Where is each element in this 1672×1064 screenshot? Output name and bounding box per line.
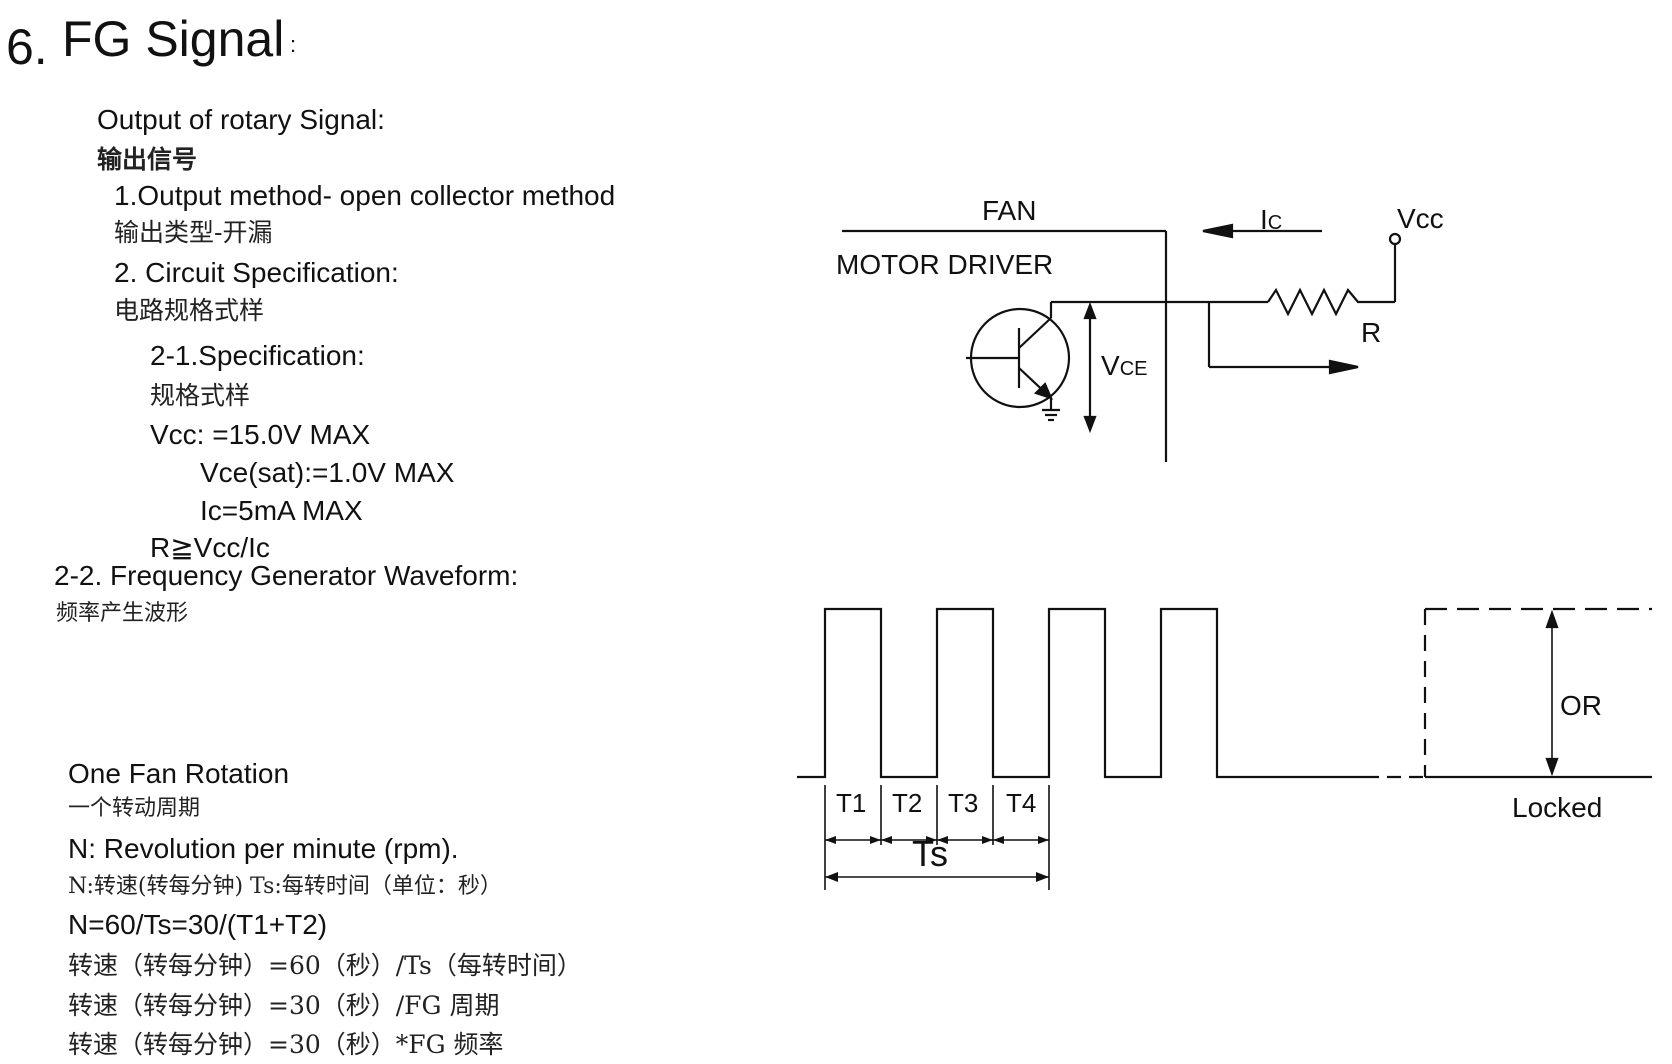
ground-icon bbox=[1042, 408, 1060, 422]
output-heading-cn: 输出信号 bbox=[97, 145, 198, 174]
output-method-en: 1.Output method- open collector method bbox=[114, 180, 616, 211]
t3-label: T3 bbox=[948, 788, 978, 818]
fan-label: FAN bbox=[982, 195, 1036, 226]
ic-label: IC bbox=[1260, 204, 1282, 235]
ic-arrow-icon bbox=[1202, 223, 1234, 239]
vcc-terminal bbox=[1388, 232, 1402, 246]
t2-label: T2 bbox=[892, 788, 922, 818]
circuit-spec-cn: 电路规格式样 bbox=[114, 296, 265, 325]
emitter-arrow-icon bbox=[1033, 382, 1053, 400]
specification-en: 2-1.Specification: bbox=[150, 340, 365, 371]
ts-arrow-left-icon bbox=[825, 872, 838, 882]
rotation-heading-cn: 一个转动周期 bbox=[68, 796, 201, 821]
vce-arrow-up-icon bbox=[1083, 301, 1097, 320]
vcc-label: Vcc bbox=[1397, 203, 1444, 234]
specification-cn: 规格式样 bbox=[150, 381, 251, 410]
fg-waveform-cn: 频率产生波形 bbox=[56, 601, 189, 626]
pulse-train bbox=[797, 607, 1365, 779]
resistor-r bbox=[1267, 287, 1395, 317]
t1-label: T1 bbox=[836, 788, 866, 818]
output-method-cn: 输出类型-开漏 bbox=[114, 218, 273, 247]
ts-label: Ts bbox=[912, 833, 948, 874]
vcc-spec: Vcc: =15.0V MAX bbox=[150, 419, 371, 450]
vce-sat-spec: Vce(sat):=1.0V MAX bbox=[200, 457, 455, 488]
t4-label: T4 bbox=[1006, 788, 1036, 818]
locked-label: Locked bbox=[1512, 792, 1602, 823]
vce-label: VCE bbox=[1101, 350, 1147, 381]
fg-waveform-en: 2-2. Frequency Generator Waveform: bbox=[54, 560, 519, 591]
r-spec: R≧Vcc/Ic bbox=[150, 532, 270, 563]
t-dimension-arrowheads bbox=[825, 836, 1049, 844]
rpm-formula: N=60/Ts=30/(T1+T2) bbox=[68, 909, 328, 940]
n-definition-en: N: Revolution per minute (rpm). bbox=[68, 833, 459, 864]
motor-driver-label: MOTOR DRIVER bbox=[836, 249, 1053, 280]
rpm-formula-cn-3: 转速（转每分钟）=30（秒）*FG 频率 bbox=[68, 1030, 504, 1059]
rpm-formula-cn-2: 转速（转每分钟）=30（秒）/FG 周期 bbox=[68, 991, 500, 1020]
ts-arrow-right-icon bbox=[1036, 872, 1049, 882]
section-title-colon: : bbox=[290, 32, 297, 57]
or-arrow-up-icon bbox=[1545, 609, 1559, 629]
rotation-heading-en: One Fan Rotation bbox=[68, 758, 290, 789]
transistor-collector-leg bbox=[1018, 317, 1052, 349]
or-label: OR bbox=[1560, 690, 1602, 721]
open-collector-circuit bbox=[842, 223, 1402, 462]
section-number: 6. bbox=[6, 19, 48, 75]
section-title: FG Signal bbox=[62, 11, 285, 67]
output-arrow-icon bbox=[1328, 359, 1359, 375]
rpm-formula-cn-1: 转速（转每分钟）=60（秒）/Ts（每转时间） bbox=[68, 951, 582, 980]
or-arrow-down-icon bbox=[1545, 757, 1559, 777]
n-definition-cn: N:转速(转每分钟) Ts:每转时间（单位：秒） bbox=[68, 874, 502, 899]
circuit-spec-en: 2. Circuit Specification: bbox=[114, 257, 399, 288]
ic-spec: Ic=5mA MAX bbox=[200, 495, 363, 526]
vce-arrow-down-icon bbox=[1083, 415, 1097, 434]
output-heading-en: Output of rotary Signal: bbox=[97, 104, 385, 135]
resistor-label: R bbox=[1361, 317, 1381, 348]
fg-waveform bbox=[797, 607, 1652, 890]
